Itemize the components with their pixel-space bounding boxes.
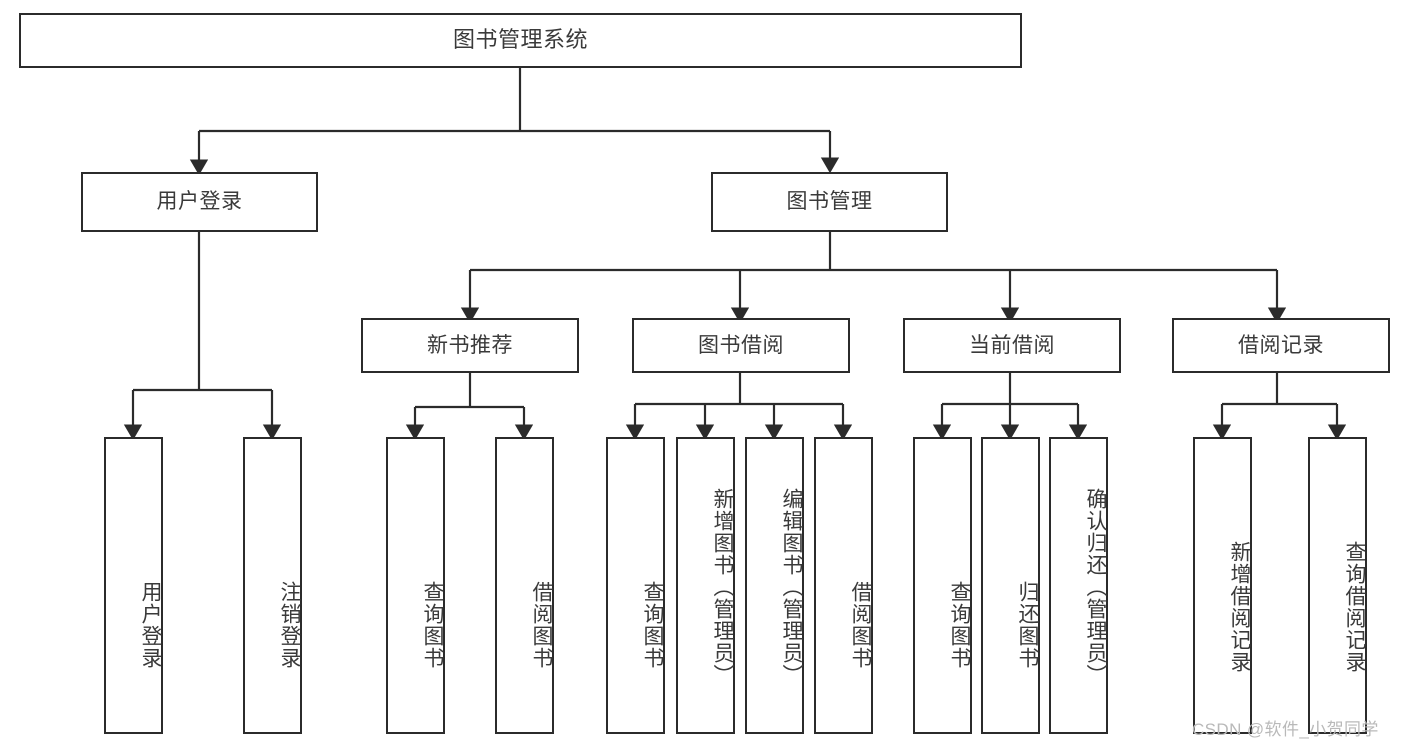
leaf-borrow-books[interactable]: 借阅图书	[814, 437, 873, 734]
node-borrow-record[interactable]: 借阅记录	[1172, 318, 1390, 373]
csdn-watermark: CSDN @软件_小贺同学	[1192, 720, 1379, 739]
leaf-borrow-books-recommend[interactable]: 借阅图书	[495, 437, 554, 734]
leaf-user-login[interactable]: 用户登录	[104, 437, 163, 734]
leaf-add-book-admin[interactable]: 新增图书（管理员）	[676, 437, 735, 734]
leaf-return-books[interactable]: 归还图书	[981, 437, 1040, 734]
leaf-query-books-recommend[interactable]: 查询图书	[386, 437, 445, 734]
leaf-logout[interactable]: 注销登录	[243, 437, 302, 734]
node-user-login[interactable]: 用户登录	[81, 172, 318, 232]
leaf-add-borrow-record[interactable]: 新增借阅记录	[1193, 437, 1252, 734]
leaf-query-books-current[interactable]: 查询图书	[913, 437, 972, 734]
node-current-borrow[interactable]: 当前借阅	[903, 318, 1121, 373]
node-book-management[interactable]: 图书管理	[711, 172, 948, 232]
node-new-book-recommend[interactable]: 新书推荐	[361, 318, 579, 373]
leaf-confirm-return-admin[interactable]: 确认归还（管理员）	[1049, 437, 1108, 734]
leaf-query-books-borrow[interactable]: 查询图书	[606, 437, 665, 734]
leaf-edit-book-admin[interactable]: 编辑图书（管理员）	[745, 437, 804, 734]
node-book-borrow[interactable]: 图书借阅	[632, 318, 850, 373]
node-root-system[interactable]: 图书管理系统	[19, 13, 1022, 68]
leaf-query-borrow-record[interactable]: 查询借阅记录	[1308, 437, 1367, 734]
